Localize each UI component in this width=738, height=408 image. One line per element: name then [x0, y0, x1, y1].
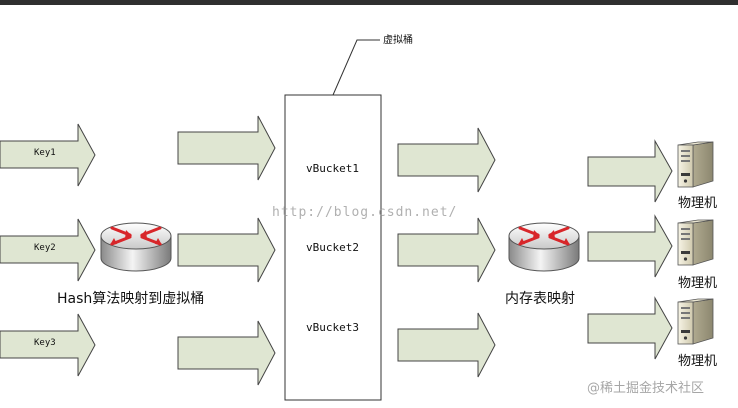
key2-arrow: [0, 218, 96, 282]
key1-label: Key1: [34, 148, 56, 158]
to-bucket1-arrow: [177, 115, 276, 181]
watermark-brand: @稀土掘金技术社区: [587, 381, 705, 396]
memory-router-icon: [507, 221, 581, 273]
vbucket2-label: vBucket2: [306, 241, 359, 254]
vbucket3-label: vBucket3: [306, 321, 359, 334]
hash-mapping-label: Hash算法映射到虚拟桶: [57, 291, 205, 307]
to-bucket2-arrow: [177, 217, 276, 283]
key3-arrow: [0, 313, 96, 377]
machine2-label: 物理机: [678, 276, 718, 291]
to-machine3-arrow: [587, 296, 673, 360]
from-bucket1-arrow: [397, 127, 496, 193]
vbucket1-label: vBucket1: [306, 162, 359, 175]
key3-label: Key3: [34, 338, 56, 348]
virtual-bucket-label: 虚拟桶: [383, 35, 413, 46]
key2-label: Key2: [34, 243, 56, 253]
top-bar: [0, 0, 738, 5]
to-bucket3-arrow: [177, 320, 276, 386]
machine3-label: 物理机: [678, 354, 718, 369]
watermark-url: http://blog.csdn.net/: [272, 205, 458, 220]
key1-arrow: [0, 123, 96, 187]
hash-router-icon: [99, 221, 173, 273]
to-machine2-arrow: [587, 214, 673, 278]
server-icon-1: [677, 141, 714, 188]
from-bucket3-arrow: [397, 312, 496, 378]
server-icon-2: [677, 219, 714, 266]
to-machine1-arrow: [587, 139, 673, 203]
from-bucket2-arrow: [397, 217, 496, 283]
virtual-bucket-box: [284, 94, 382, 401]
memory-table-label: 内存表映射: [505, 291, 575, 307]
server-icon-3: [677, 298, 714, 345]
virtual-bucket-leader: [332, 39, 380, 96]
machine1-label: 物理机: [678, 196, 718, 211]
